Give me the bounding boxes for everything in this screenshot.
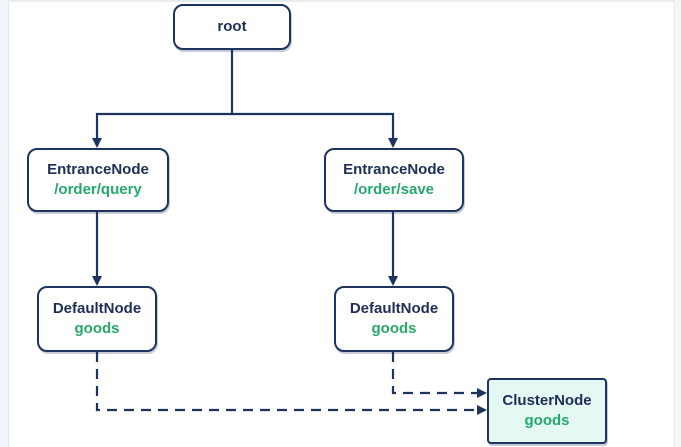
- cluster-node-goods: ClusterNode goods: [487, 378, 607, 444]
- default-node-save-resource: goods: [371, 320, 417, 337]
- entrance-node-order-save: EntranceNode /order/save: [324, 148, 464, 212]
- default-node-save-type: DefaultNode: [349, 300, 439, 317]
- default-node-query-type: DefaultNode: [52, 300, 142, 317]
- edge-default-save-to-cluster: [391, 352, 487, 398]
- cluster-node-type: ClusterNode: [502, 392, 592, 409]
- root-node-label: root: [217, 18, 247, 35]
- cluster-node-resource: goods: [524, 412, 570, 429]
- entrance-node-save-resource: /order/save: [353, 181, 435, 198]
- default-node-save-goods: DefaultNode goods: [334, 286, 454, 352]
- entrance-node-order-query: EntranceNode /order/query: [27, 148, 169, 212]
- window-edge-right: [674, 0, 681, 447]
- default-node-query-resource: goods: [74, 320, 120, 337]
- edge-root-to-entrance-save: [232, 112, 398, 148]
- default-node-query-goods: DefaultNode goods: [37, 286, 157, 352]
- window-edge-top: [8, 0, 675, 2]
- entrance-node-save-type: EntranceNode: [343, 161, 445, 178]
- entrance-node-query-resource: /order/query: [54, 181, 142, 198]
- edge-default-query-to-cluster: [95, 352, 487, 415]
- root-node: root: [173, 4, 291, 50]
- edge-root-to-entrance-query: [92, 112, 232, 148]
- window-edge-left: [0, 0, 9, 447]
- entrance-node-query-type: EntranceNode: [47, 161, 149, 178]
